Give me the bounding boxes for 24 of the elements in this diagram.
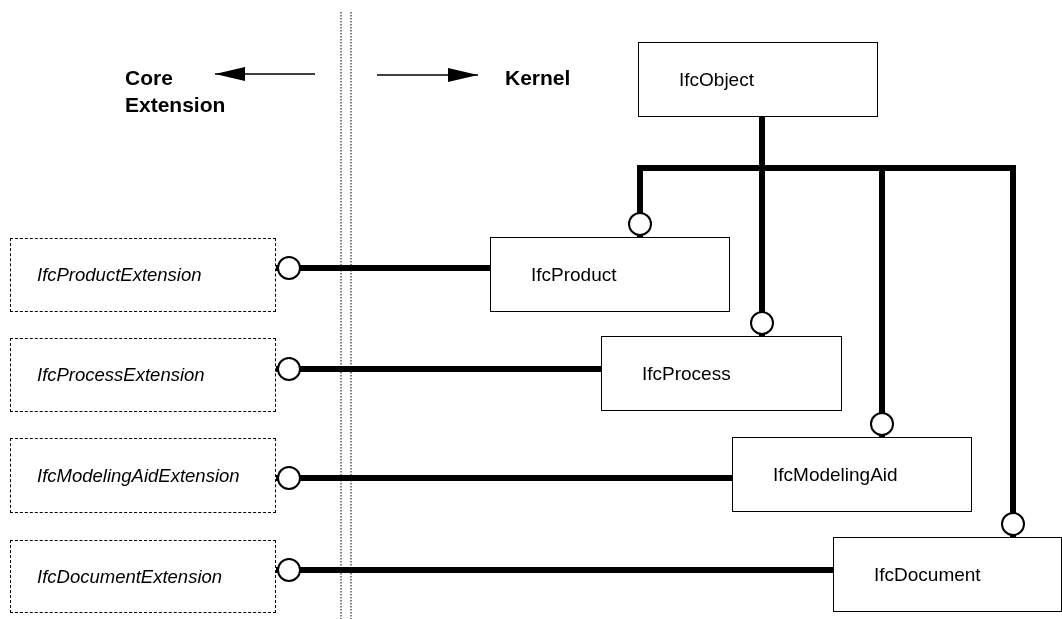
class-name: IfcProcess	[642, 362, 731, 385]
class-name: IfcModelingAidExtension	[37, 464, 240, 487]
connector	[276, 357, 601, 381]
extension-box	[10, 238, 276, 312]
class-name: IfcDocumentExtension	[37, 565, 223, 588]
layer-label: Core Extension	[125, 65, 227, 119]
extension-box	[10, 438, 276, 513]
class-box	[490, 237, 730, 312]
extension-box	[10, 540, 276, 613]
class-name: IfcProduct	[531, 263, 617, 286]
connector	[276, 466, 732, 490]
class-box	[732, 437, 972, 512]
class-box	[833, 537, 1062, 612]
class-name: IfcModelingAid	[773, 463, 898, 486]
class-name: IfcDocument	[874, 563, 981, 586]
layer-label: Kernel	[505, 65, 572, 91]
extension-box	[10, 338, 276, 412]
class-name: IfcObject	[679, 68, 754, 91]
class-box	[601, 336, 842, 411]
class-name: IfcProcessExtension	[37, 364, 205, 386]
connector	[276, 256, 490, 280]
class-box	[638, 42, 878, 117]
connector	[276, 558, 833, 582]
class-name: IfcProductExtension	[37, 264, 202, 286]
